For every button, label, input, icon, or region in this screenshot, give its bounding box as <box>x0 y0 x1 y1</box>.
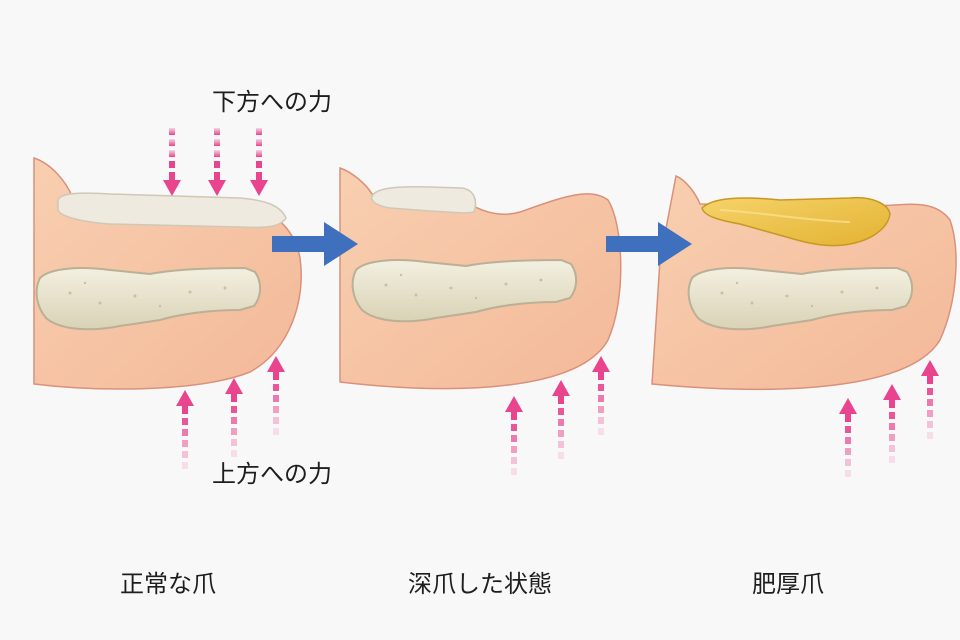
dashed-up-arrow-icon <box>225 378 243 457</box>
dashed-up-arrow-icon <box>592 356 610 435</box>
toe-normal <box>33 156 302 390</box>
right-arrow-icon <box>272 222 358 266</box>
caption-thickened-nail: 肥厚爪 <box>752 570 824 598</box>
dashed-down-arrow-icon <box>208 128 226 196</box>
dashed-up-arrow-icon <box>552 380 570 459</box>
nail-ingrown <box>370 186 477 214</box>
dashed-down-arrow-icon <box>250 128 268 196</box>
dashed-down-arrow-icon <box>163 128 181 196</box>
toe-thickened <box>651 174 957 391</box>
right-arrow-icon <box>606 222 692 266</box>
caption-ingrown-nail: 深爪した状態 <box>408 570 552 598</box>
nail-thickened <box>701 196 891 247</box>
dashed-up-arrow-icon <box>883 384 901 463</box>
dashed-up-arrow-icon <box>176 390 194 469</box>
nail-normal <box>57 192 287 229</box>
dashed-up-arrow-icon <box>267 356 285 435</box>
toe-ingrown <box>339 166 622 390</box>
dashed-up-arrow-icon <box>839 398 857 477</box>
dashed-up-arrow-icon <box>505 396 523 475</box>
caption-normal-nail: 正常な爪 <box>120 570 216 598</box>
upward-force-label: 上方への力 <box>212 460 332 488</box>
downward-force-label: 下方への力 <box>212 88 332 116</box>
dashed-up-arrow-icon <box>921 360 939 439</box>
